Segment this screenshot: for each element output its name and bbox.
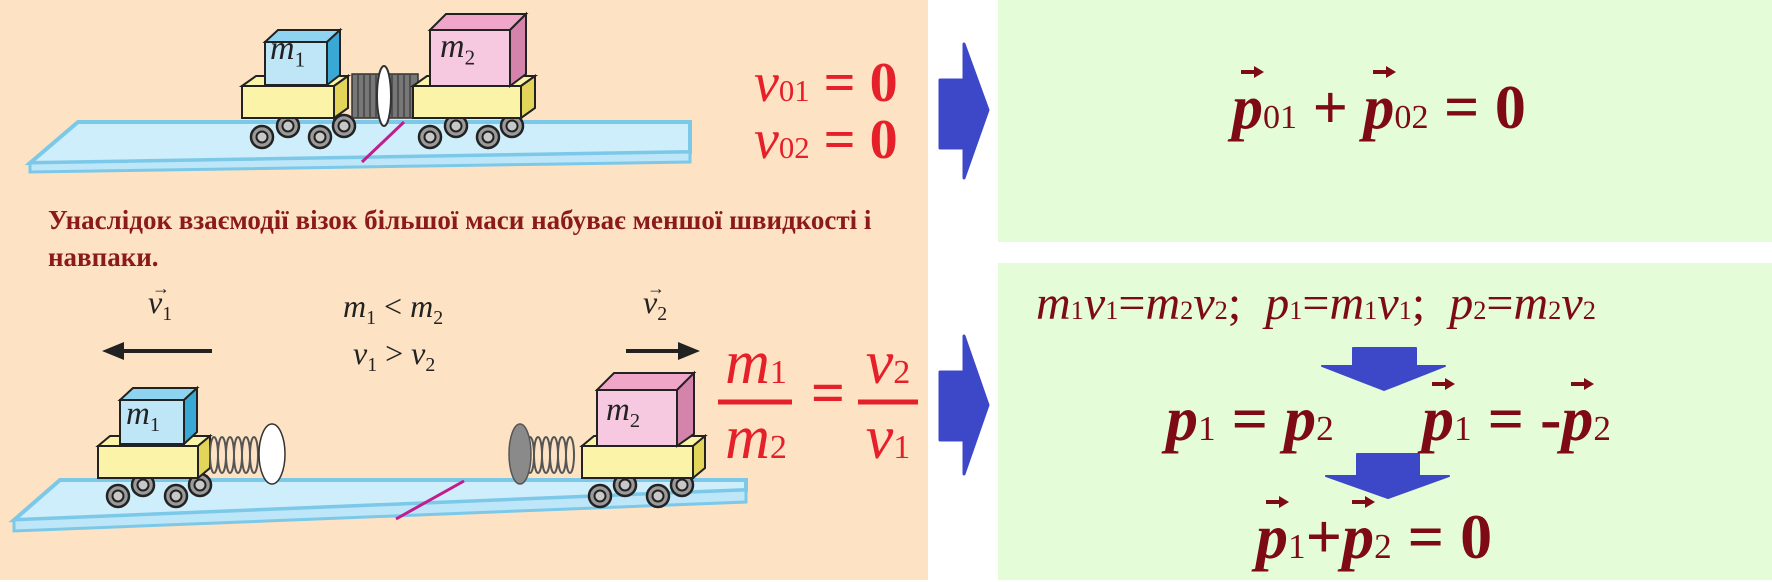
ratio-numerator-v2: v2 bbox=[865, 329, 911, 397]
cube-label-m2-bottom: m2 bbox=[606, 392, 641, 433]
ratio-denominator-m2: m2 bbox=[725, 404, 787, 472]
speed-relation: v1 > v2 bbox=[353, 335, 436, 376]
momentum-sum-final: p1+p2 = 0 bbox=[1256, 496, 1493, 572]
down-arrow-icon-1 bbox=[1321, 347, 1446, 391]
bottom-cart-1 bbox=[95, 385, 286, 509]
ratio-denominator-v1: v1 bbox=[865, 404, 911, 472]
top-cart-1 bbox=[238, 27, 357, 150]
top-track bbox=[24, 120, 692, 174]
caption-text: Унаслідок взаємодії візок більшої маси н… bbox=[48, 205, 872, 272]
ratio-equals: = bbox=[810, 360, 846, 426]
right-arrow-icon-top bbox=[938, 42, 990, 180]
string-line-top bbox=[360, 120, 406, 164]
momentum-sum-initial: p01 + p02 = 0 bbox=[1232, 66, 1526, 142]
velocity-arrow-right bbox=[626, 342, 700, 360]
cube-label-m1-bottom: m1 bbox=[126, 396, 161, 437]
momentum-definitions: m1v1=m2v2; p1=m1v1; p2=m2v2 bbox=[1036, 277, 1596, 330]
right-top-panel bbox=[998, 0, 1772, 242]
string-line-bottom bbox=[395, 479, 465, 521]
ratio-numerator-m1: m1 bbox=[725, 329, 787, 397]
momentum-magnitudes-equal: p1 = p2 bbox=[1166, 383, 1334, 454]
velocity-label-v2: →v2 bbox=[643, 278, 668, 325]
v02-equation: v02 = 0 bbox=[754, 109, 898, 171]
velocity-label-v1: →v1 bbox=[148, 278, 173, 325]
velocity-arrow-left bbox=[102, 342, 212, 360]
v01-equation: v01 = 0 bbox=[754, 52, 898, 114]
right-bottom-panel bbox=[998, 263, 1772, 580]
bottom-cart-2 bbox=[508, 370, 708, 509]
top-cart-2 bbox=[409, 11, 539, 150]
right-arrow-icon-bottom bbox=[938, 334, 990, 476]
mass-relation: m1 < m2 bbox=[343, 288, 444, 329]
cube-label-m1-top: m1 bbox=[270, 30, 306, 72]
down-arrow-icon-2 bbox=[1325, 453, 1450, 499]
compressed-spring-top bbox=[351, 65, 419, 127]
cube-label-m2-top: m2 bbox=[440, 28, 476, 70]
momentum-vectors-opposite: p1 = -p2 bbox=[1422, 378, 1611, 454]
